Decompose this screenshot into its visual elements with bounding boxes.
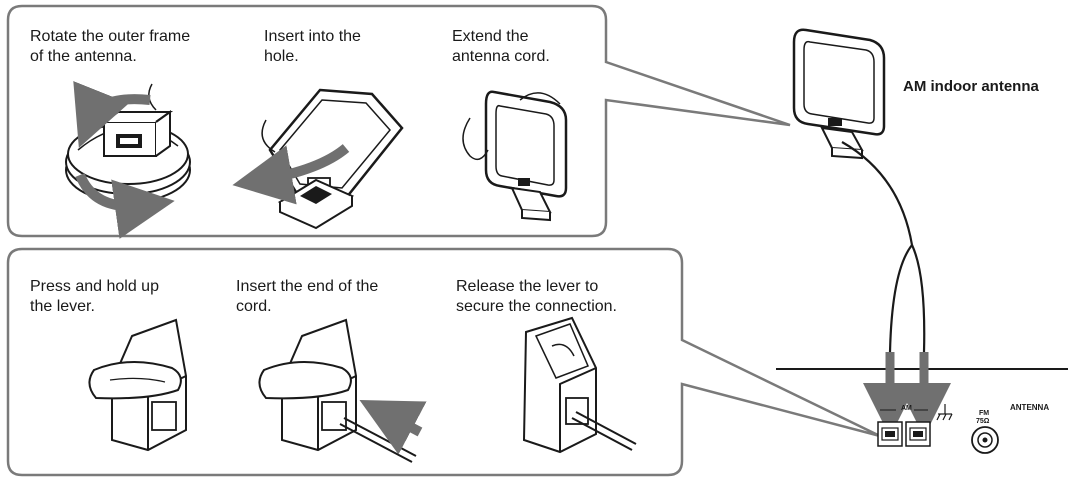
antenna-cable (841, 141, 926, 353)
top-step1-line2: of the antenna. (30, 48, 137, 65)
am-terminals (877, 409, 931, 447)
bottom-step2-line2: cord. (236, 298, 272, 315)
fm-connector (971, 426, 999, 454)
top-step2-line2: hole. (264, 48, 299, 65)
am-indoor-antenna (792, 28, 886, 160)
top-callout-panel (6, 4, 791, 238)
bottom-step2-line1: Insert the end of the (236, 278, 379, 295)
cable-insert-arrows (863, 352, 951, 437)
bottom-step1-line1: Press and hold up (30, 278, 159, 295)
top-step3-line1: Extend the (452, 28, 529, 45)
fm-impedance-label: 75Ω (976, 418, 990, 425)
am-antenna-label: AM indoor antenna (903, 78, 1039, 95)
release-lever-illustration (522, 316, 637, 454)
am-terminal-label: AM (901, 405, 912, 412)
antenna-panel-label: ANTENNA (1010, 403, 1050, 412)
bottom-callout-panel (6, 247, 881, 477)
fm-label: FM (979, 410, 990, 417)
bottom-step3-line2: secure the connection. (456, 298, 617, 315)
top-step1-line1: Rotate the outer frame (30, 28, 191, 45)
bottom-step3-line1: Release the lever to (456, 278, 599, 295)
top-step2-line1: Insert into the (264, 28, 361, 45)
rotate-frame-illustration (65, 80, 191, 239)
insert-cord-illustration (258, 318, 427, 463)
ground-symbol (936, 404, 953, 421)
insert-hole-illustration (232, 88, 404, 230)
extend-cord-illustration (462, 90, 568, 222)
top-step3-line2: antenna cord. (452, 48, 550, 65)
bottom-step1-line2: the lever. (30, 298, 95, 315)
press-lever-illustration (88, 318, 187, 452)
